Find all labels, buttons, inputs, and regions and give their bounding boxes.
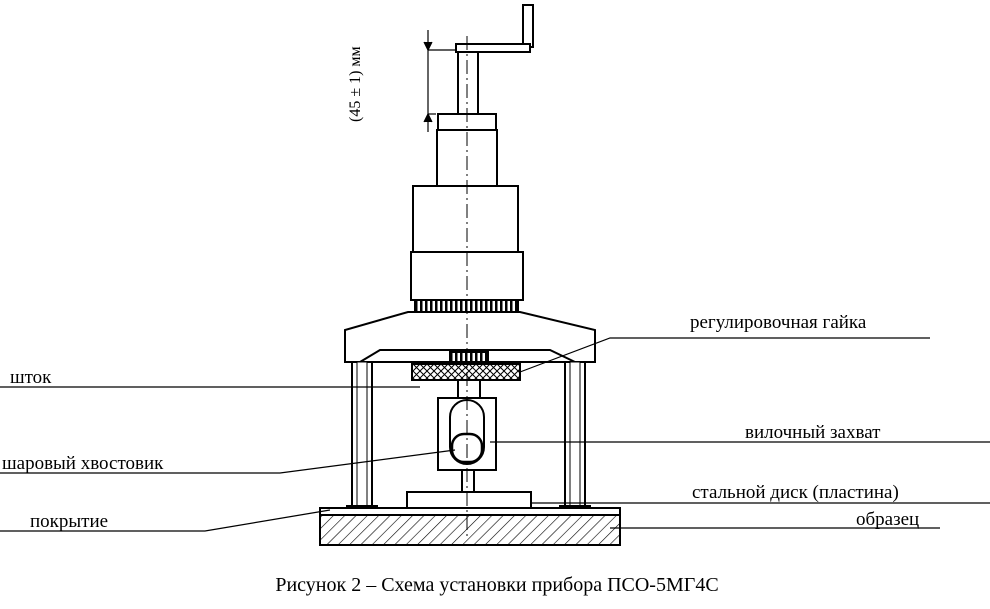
lower-gear — [449, 351, 489, 365]
label-ball-shank: шаровый хвостовик — [2, 453, 164, 474]
label-rod: шток — [10, 367, 52, 388]
spindle — [457, 51, 479, 117]
figure-caption: Рисунок 2 – Схема установки прибора ПСО-… — [275, 574, 718, 596]
sample-block — [319, 514, 621, 546]
label-sample: образец — [856, 509, 919, 530]
leader-lines — [0, 337, 990, 532]
adjusting-nut-shape — [411, 363, 521, 381]
coating-layer — [319, 507, 621, 516]
crank-arm — [455, 43, 531, 53]
label-coating: покрытие — [30, 511, 108, 532]
main-body — [412, 185, 519, 253]
steel-disc-shape — [406, 491, 532, 509]
device-body — [319, 4, 621, 546]
rod-shape — [457, 379, 481, 399]
crank-knob — [522, 4, 534, 48]
dimension-annotation — [423, 30, 456, 132]
label-adjusting-nut: регулировочная гайка — [690, 312, 867, 333]
label-steel-disc: стальной диск (пластина) — [692, 482, 899, 503]
dimension-text: (45 ± 1) мм — [347, 46, 364, 122]
label-fork-grip: вилочный захват — [745, 422, 881, 443]
